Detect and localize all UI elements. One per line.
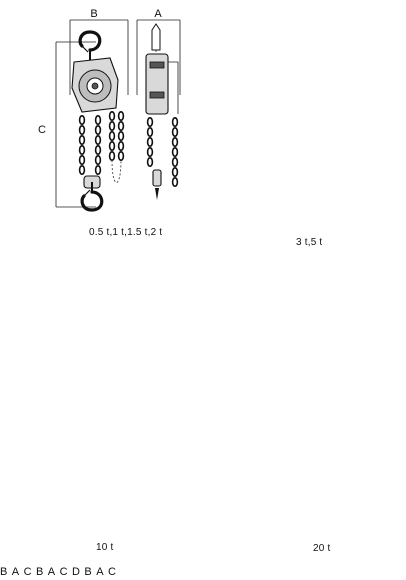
dimension-a-label: A	[47, 566, 56, 578]
hoist-4-caption: 20 t	[313, 543, 331, 554]
dimension-b-label: B	[84, 566, 92, 578]
hoist-2-drawing: B A C	[0, 562, 36, 579]
hoist-4-drawing: B A C	[84, 562, 116, 579]
hoist-2-caption: 3 t,5 t	[296, 237, 323, 248]
dimension-c-label: C	[23, 566, 32, 578]
dimension-a-label: A	[96, 566, 104, 578]
hoist-3-caption: 10 t	[96, 542, 114, 553]
dimension-c-label: C	[108, 566, 116, 578]
hoist-1-caption: 0.5 t,1 t,1.5 t,2 t	[89, 227, 163, 238]
dimension-d-label: D	[72, 566, 80, 578]
hoist-3-drawing: B A C D	[36, 562, 84, 579]
dimension-a-label: A	[11, 566, 20, 578]
hoist-1-drawing: B A C	[38, 8, 181, 212]
dimension-c-label: C	[59, 566, 68, 578]
dimension-b-label: B	[0, 566, 8, 578]
dimension-c-label: C	[38, 124, 46, 136]
dimension-a-label: A	[154, 8, 162, 20]
dimension-b-label: B	[36, 566, 44, 578]
hoist-dimension-diagram: B A C	[0, 8, 331, 578]
dimension-b-label: B	[90, 8, 97, 20]
